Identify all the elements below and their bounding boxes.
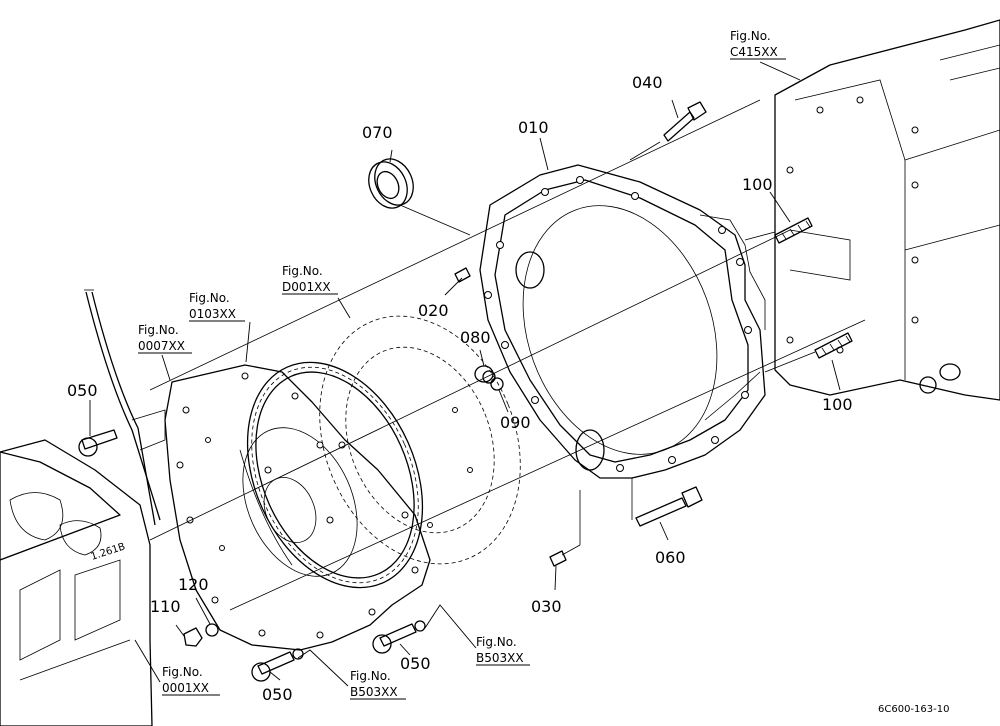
flywheel — [319, 315, 521, 565]
svg-text:0001XX: 0001XX — [162, 681, 209, 695]
assembly-lines — [89, 99, 866, 681]
label-090: 090 — [500, 413, 531, 432]
label-120: 120 — [178, 575, 209, 594]
label-050-mid: 050 — [400, 654, 431, 673]
fig-ref-d001xx: Fig.No. D001XX — [282, 264, 338, 295]
oil-seal — [368, 158, 414, 209]
svg-text:Fig.No.: Fig.No. — [350, 669, 391, 683]
svg-text:B503XX: B503XX — [350, 685, 398, 699]
fig-ref-0001xx: Fig.No. 0001XX — [162, 665, 220, 696]
svg-text:Fig.No.: Fig.No. — [138, 323, 179, 337]
label-020: 020 — [418, 301, 449, 320]
clutch-housing — [479, 164, 766, 479]
engine-block-marking: 1.261B — [90, 541, 127, 562]
pin-020 — [454, 267, 471, 283]
part-labels: 070 010 040 100 100 020 080 090 060 030 … — [67, 73, 853, 704]
figure-ref-labels: Fig.No. 0007XX Fig.No. 0103XX Fig.No. D0… — [138, 29, 786, 700]
figure-ref-leaders — [134, 61, 801, 687]
bolt-060 — [635, 486, 703, 527]
label-070: 070 — [362, 123, 393, 142]
fig-ref-0103xx: Fig.No. 0103XX — [189, 291, 245, 322]
label-050-left: 050 — [67, 381, 98, 400]
stud-100-upper — [774, 217, 813, 244]
bolt-050-mid — [372, 620, 426, 654]
drawing-code: 6C600-163-10 — [878, 704, 949, 715]
transmission-case — [774, 19, 1000, 401]
label-050-lower: 050 — [262, 685, 293, 704]
label-060: 060 — [655, 548, 686, 567]
washer-120 — [205, 623, 219, 637]
svg-text:Fig.No.: Fig.No. — [162, 665, 203, 679]
fig-ref-b503xx-lower: Fig.No. B503XX — [350, 669, 406, 700]
svg-text:Fig.No.: Fig.No. — [476, 635, 517, 649]
nut-110 — [183, 627, 203, 647]
svg-text:C415XX: C415XX — [730, 45, 778, 59]
fig-ref-0007xx: Fig.No. 0007XX — [138, 323, 192, 354]
label-100-upper: 100 — [742, 175, 773, 194]
label-080: 080 — [460, 328, 491, 347]
fig-ref-c415xx: Fig.No. C415XX — [730, 29, 786, 60]
pin-030 — [549, 550, 567, 567]
svg-text:Fig.No.: Fig.No. — [282, 264, 323, 278]
fig-ref-b503xx-right: Fig.No. B503XX — [476, 635, 530, 666]
label-040: 040 — [632, 73, 663, 92]
gasket-090 — [490, 377, 504, 391]
stud-100-lower — [814, 332, 853, 359]
svg-text:Fig.No.: Fig.No. — [189, 291, 230, 305]
label-100-lower: 100 — [822, 395, 853, 414]
flywheel-ring-gear — [239, 361, 424, 589]
svg-text:D001XX: D001XX — [282, 280, 331, 294]
svg-text:0103XX: 0103XX — [189, 307, 236, 321]
svg-text:Fig.No.: Fig.No. — [730, 29, 771, 43]
svg-text:B503XX: B503XX — [476, 651, 524, 665]
label-110: 110 — [150, 597, 181, 616]
bolt-040 — [663, 101, 707, 142]
bolt-050-lower — [251, 648, 304, 682]
flywheel-housing-plate — [164, 364, 431, 651]
bolt-050-left — [78, 429, 118, 457]
svg-text:0007XX: 0007XX — [138, 339, 185, 353]
label-010: 010 — [518, 118, 549, 137]
label-030: 030 — [531, 597, 562, 616]
engine-block: 1.261B — [0, 439, 153, 726]
